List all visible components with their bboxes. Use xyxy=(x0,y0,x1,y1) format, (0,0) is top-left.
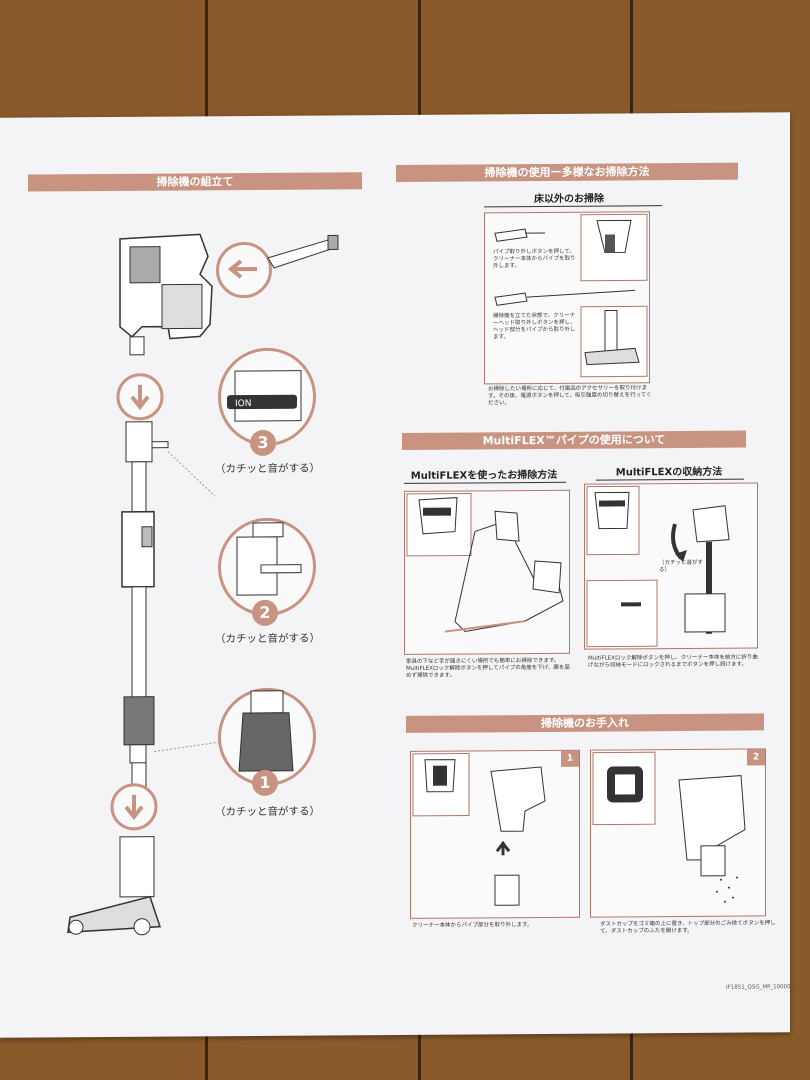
multiflex-storage-box: （カチッと音がする） xyxy=(584,482,758,650)
subtitle-underline xyxy=(596,478,744,481)
care-badge-1: 1 xyxy=(561,750,579,767)
step3-caption: （カチッと音がする） xyxy=(215,462,320,476)
usage-subtitle: 床以外のお掃除 xyxy=(534,193,604,206)
care-title: 掃除機のお手入れ xyxy=(406,713,764,733)
multiflex-title: MultiFLEX™パイプの使用について xyxy=(402,430,746,450)
multiflex-use-box xyxy=(404,489,570,655)
ion-label: ION xyxy=(235,399,251,409)
step-number-2: 2 xyxy=(252,599,278,626)
multiflex-left-text: 家具の下など手が届きにくい場所でも簡単にお掃除できます。MultiFLEXロック… xyxy=(406,657,570,679)
step-number-1: 1 xyxy=(252,769,278,796)
step2-detail-circle xyxy=(218,517,316,617)
instruction-sheet: 掃除機の組立て xyxy=(0,112,794,1038)
step3-detail-circle: ION xyxy=(218,347,316,447)
multiflex-right-subtitle: MultiFLEXの収納方法 xyxy=(615,466,723,479)
usage-instruction-2: 掃除機を立てた状態で、クリーナーヘッド取り外しボタンを押し、ヘッド部分をパイプか… xyxy=(493,312,576,341)
usage-title: 掃除機の使用ー多様なお掃除方法 xyxy=(396,162,738,182)
step1-caption: （カチッと音がする） xyxy=(215,805,320,819)
subtitle-underline xyxy=(484,205,662,208)
care-step2-box: 2 xyxy=(590,748,766,918)
step2-caption: （カチッと音がする） xyxy=(215,632,320,646)
care-badge-2: 2 xyxy=(747,749,765,766)
step-number-3: 3 xyxy=(250,429,276,457)
multiflex-left-subtitle: MultiFLEXを使ったお掃除方法 xyxy=(410,469,558,482)
vacuum-assembly-drawing xyxy=(67,233,226,936)
usage-illustration-box: パイプ取り外しボタンを押して、クリーナー本体からパイプを取り外します。 掃除機を… xyxy=(484,211,650,385)
insert-arrow-circle xyxy=(216,241,272,299)
care-step1-text: クリーナー本体からパイプ部分を取り外します。 xyxy=(412,922,533,929)
storage-click-note: （カチッと音がする） xyxy=(659,559,704,574)
care-step2-text: ダストカップをゴミ箱の上に置き、トップ部分のごみ捨てボタンを押して、ダストカップ… xyxy=(600,920,776,935)
usage-instruction-1: パイプ取り外しボタンを押して、クリーナー本体からパイプを取り外します。 xyxy=(493,248,576,270)
subtitle-underline xyxy=(404,481,566,484)
accessory-tool-drawing xyxy=(267,234,339,269)
care-step1-box: 1 xyxy=(410,749,580,919)
multiflex-right-text: MultiFLEXロック解除ボタンを押し、クリーナー本体を前方に折り曲げながら収… xyxy=(588,654,758,669)
usage-note: お掃除したい場所に応じて、付属品のアクセサリーを取り付けます。その後、電源ボタン… xyxy=(488,385,652,407)
document-code: IF1851_QSG_MP_100007 xyxy=(726,984,795,991)
assembly-title: 掃除機の組立て xyxy=(28,172,362,192)
step1-detail-circle xyxy=(218,687,316,787)
